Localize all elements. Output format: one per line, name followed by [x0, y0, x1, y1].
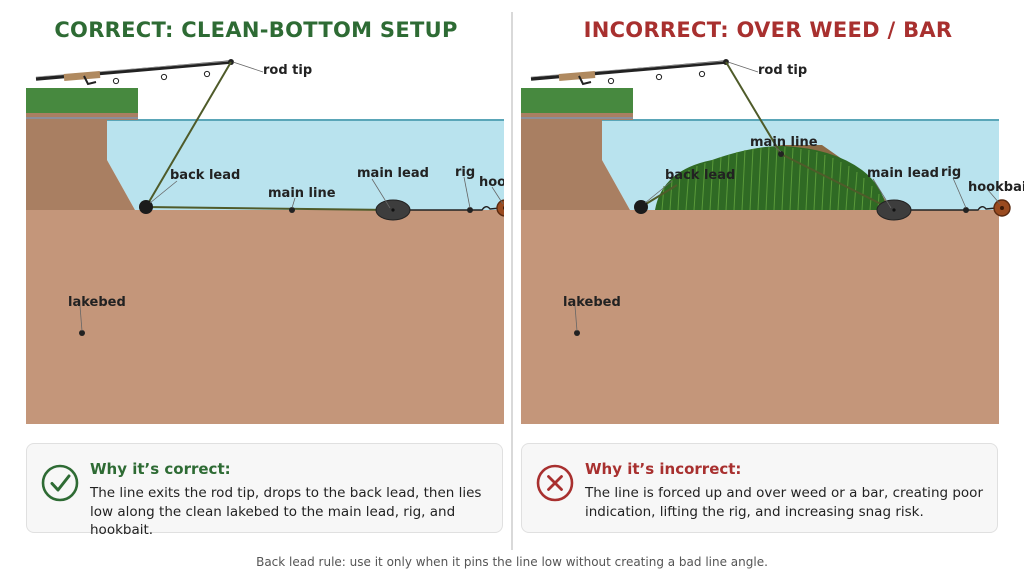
label-main-line: main line [268, 186, 336, 201]
label-rod-tip: rod tip [758, 63, 807, 78]
back-lead [139, 200, 153, 214]
rig-swivel [467, 207, 473, 213]
label-main-lead: main lead [867, 166, 939, 181]
fishing-rod [35, 59, 234, 86]
label-hookbait: hookbait [968, 180, 1024, 195]
fishing-rod [530, 59, 729, 86]
label-rod-tip: rod tip [263, 63, 312, 78]
label-leaders [574, 61, 1001, 332]
label-lakebed: lakebed [68, 295, 126, 310]
lakebed-marker [79, 330, 85, 336]
grass-bank [521, 88, 633, 113]
correct-setup-diagram: rod tip back lead main line main lead ri… [26, 59, 512, 424]
incorrect-card-text: The line is forced up and over weed or a… [585, 485, 983, 520]
label-back-lead: back lead [170, 168, 240, 183]
label-main-lead: main lead [357, 166, 429, 181]
correct-card-text: The line exits the rod tip, drops to the… [90, 485, 482, 538]
lakebed-marker [574, 330, 580, 336]
incorrect-setup-diagram: rod tip back lead main line main lead ri… [521, 59, 1024, 424]
rig-swivel [963, 207, 969, 213]
correct-explanation-card: Why it’s correct: The line exits the rod… [26, 443, 503, 538]
label-main-line: main line [750, 135, 818, 150]
label-lakebed: lakebed [563, 295, 621, 310]
lakebed-area [26, 210, 504, 424]
lakebed-area [521, 210, 999, 424]
label-back-lead: back lead [665, 168, 735, 183]
main-line-marker [778, 151, 784, 157]
grass-bank [26, 88, 138, 113]
incorrect-panel-title: INCORRECT: OVER WEED / BAR [583, 18, 953, 42]
x-circle-icon [536, 464, 574, 502]
main-line-marker [289, 207, 295, 213]
correct-panel-title: CORRECT: CLEAN-BOTTOM SETUP [54, 18, 458, 42]
incorrect-explanation-card: Why it’s incorrect: The line is forced u… [521, 443, 998, 533]
incorrect-card-heading: Why it’s incorrect: [585, 460, 742, 478]
footer-note: Back lead rule: use it only when it pins… [256, 555, 768, 569]
label-hookbait: hookbait [479, 175, 512, 190]
back-lead [634, 200, 648, 214]
bank [521, 112, 633, 210]
label-rig: rig [455, 165, 475, 180]
label-leaders [79, 61, 504, 332]
panel-divider [511, 12, 513, 550]
correct-card-heading: Why it’s correct: [90, 460, 231, 478]
bank [26, 112, 138, 210]
weed-bed [655, 146, 887, 211]
label-rig: rig [941, 165, 961, 180]
check-circle-icon [41, 464, 79, 502]
hookbait [496, 199, 504, 217]
water-area [107, 120, 504, 210]
